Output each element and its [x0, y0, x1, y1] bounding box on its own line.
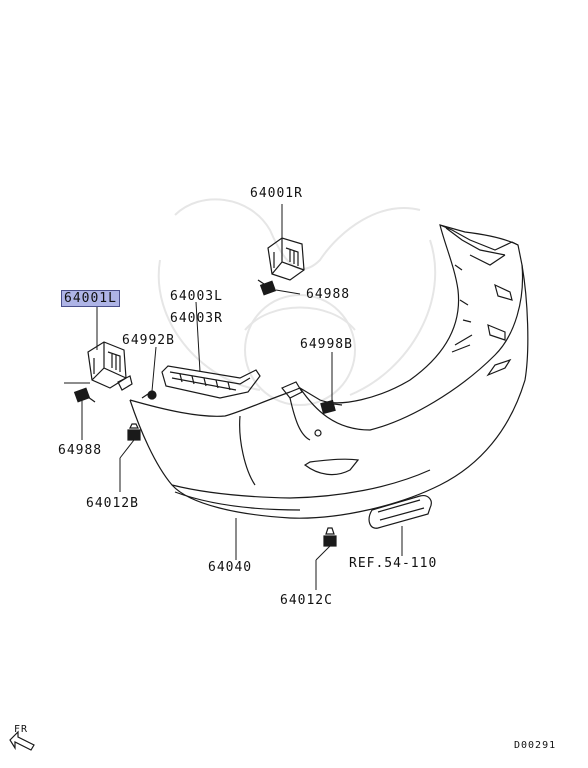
retainer-64003 [161, 365, 261, 399]
part-label-64040[interactable]: 64040 [208, 560, 253, 575]
reflector-ref-54-110 [368, 495, 432, 529]
front-direction-label: FR [14, 724, 29, 735]
part-label-64001R[interactable]: 64001R [250, 186, 303, 201]
part-label-64012B[interactable]: 64012B [86, 496, 139, 511]
part-label-64992B[interactable]: 64992B [122, 333, 175, 348]
part-label-64003L[interactable]: 64003L [170, 289, 223, 304]
leader-lines [64, 204, 403, 590]
rear-bumper-64040 [129, 224, 529, 519]
diagram-code: D00291 [514, 740, 557, 751]
front-direction-arrow-icon [9, 730, 35, 751]
part-label-64001L[interactable]: 64001L [61, 290, 120, 307]
bracket-64001L [87, 341, 133, 391]
part-label-64003R[interactable]: 64003R [170, 311, 223, 326]
part-label-64988-top[interactable]: 64988 [306, 287, 351, 302]
part-label-64012C[interactable]: 64012C [280, 593, 333, 608]
part-label-64988-left[interactable]: 64988 [58, 443, 103, 458]
fasteners [73, 279, 343, 547]
part-label-64998B[interactable]: 64998B [300, 337, 353, 352]
part-label-ref-54-110[interactable]: REF.54-110 [349, 556, 438, 571]
